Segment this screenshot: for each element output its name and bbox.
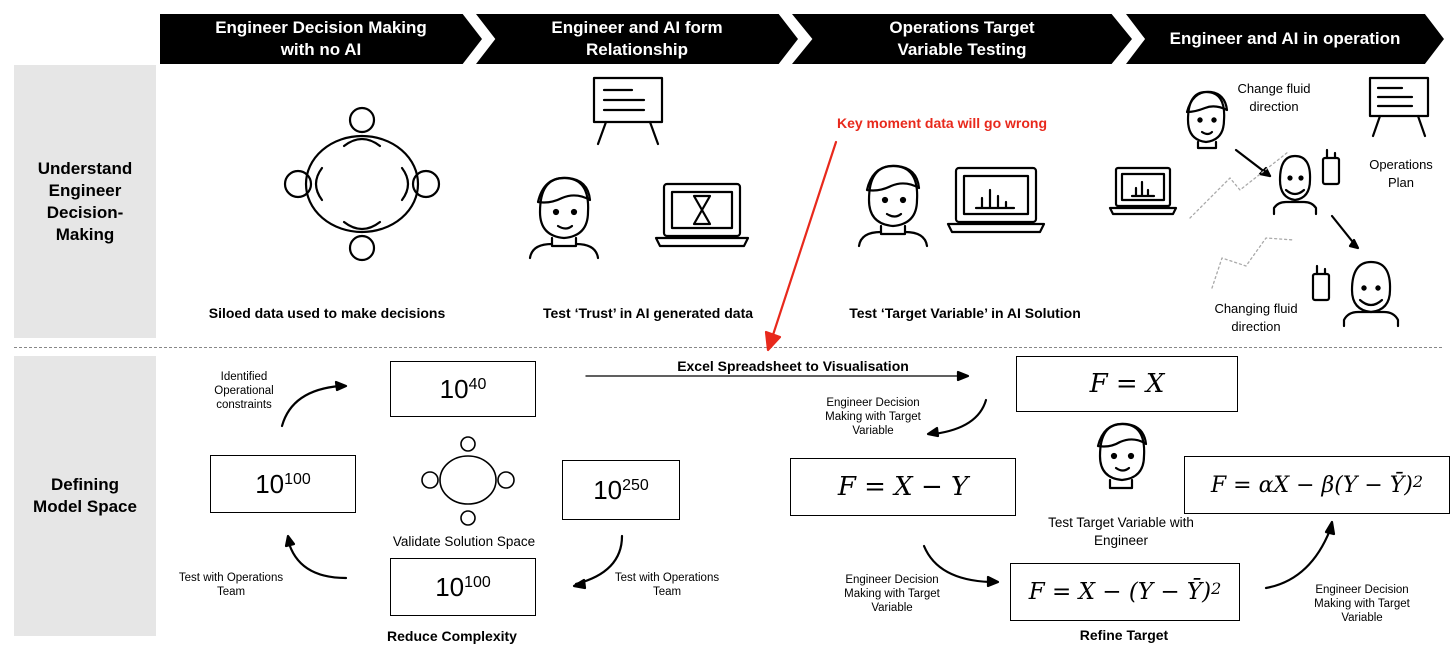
- caption-siloed: Siloed data used to make decisions: [208, 305, 446, 321]
- identified-constraints-label: Identified Operational constraints: [214, 371, 274, 411]
- row-label-model-space-text: Defining Model Space: [33, 475, 137, 516]
- phase-1-chevron: Engineer Decision Making with no AI: [160, 14, 482, 64]
- operations-plan-label: Operations Plan: [1369, 157, 1433, 190]
- eq-3-sup: 2: [1211, 578, 1222, 598]
- box-10-100-bottom-exp: 100: [464, 574, 491, 591]
- edm-label-3: Engineer Decision Making with Target Var…: [1314, 584, 1410, 624]
- eq-3: F = X − (Y − Ȳ): [1028, 579, 1212, 605]
- phase-3-chevron: Operations Target Variable Testing: [792, 14, 1132, 64]
- phase-3-label: Operations Target Variable Testing: [889, 18, 1035, 59]
- phase-1-label: Engineer Decision Making with no AI: [215, 18, 427, 59]
- radio-icon: [1311, 264, 1331, 302]
- box-10-250-exp: 250: [622, 477, 649, 494]
- laptop-hourglass-icon: [654, 182, 750, 248]
- easel-icon: [1368, 76, 1430, 138]
- arrow-icon: [1330, 214, 1360, 250]
- test-ops-right-label: Test with Operations Team: [614, 572, 720, 598]
- engineer-face-icon: [1096, 422, 1148, 490]
- edm-label-2: Engineer Decision Making with Target Var…: [844, 574, 940, 614]
- phase-4-chevron: Engineer and AI in operation: [1126, 14, 1444, 64]
- excel-arrow: [585, 370, 970, 382]
- validate-label: Validate Solution Space: [392, 534, 536, 549]
- operator-face-icon: [1342, 260, 1400, 328]
- curved-arrow-icon: [922, 544, 1000, 588]
- row-label-understand: Understand Engineer Decision-Making: [14, 65, 156, 338]
- phase-2-chevron: Engineer and AI form Relationship: [476, 14, 798, 64]
- eq-1: F = X: [1089, 369, 1165, 399]
- row-label-model-space: Defining Model Space: [14, 356, 156, 636]
- caption-target-variable: Test ‘Target Variable’ in AI Solution: [849, 305, 1081, 321]
- eq-box-1: F = X: [1016, 356, 1238, 412]
- changing-fluid-label: Changing fluid direction: [1214, 301, 1298, 334]
- laptop-chart-icon: [1108, 166, 1178, 216]
- phase-2-label: Engineer and AI form Relationship: [551, 18, 723, 59]
- eq-box-3: F = X − (Y − Ȳ)2: [1010, 563, 1240, 621]
- eq-box-4: F = αX − β(Y − Ȳ)2: [1184, 456, 1450, 514]
- key-moment-arrow: [764, 140, 838, 352]
- eq-2: F = X − Y: [837, 472, 969, 502]
- change-fluid-label: Change fluid direction: [1237, 81, 1311, 114]
- test-target-label: Test Target Variable with Engineer: [1048, 515, 1194, 548]
- radio-icon: [1321, 148, 1341, 186]
- signal-zigzag-icon: [1189, 151, 1295, 289]
- box-10-100-bottom-base: 10: [435, 571, 465, 602]
- curved-arrow-icon: [284, 534, 348, 580]
- phase-4-label: Engineer and AI in operation: [1169, 29, 1401, 48]
- laptop-chart-icon: [946, 166, 1046, 234]
- excel-label: Excel Spreadsheet to Visualisation: [677, 358, 909, 374]
- box-10-40-exp: 40: [468, 376, 487, 393]
- engineer-face-icon: [857, 164, 929, 248]
- engineer-face-icon: [1185, 90, 1229, 150]
- meeting-table-small-icon: [421, 436, 515, 526]
- curved-arrow-icon: [572, 534, 624, 590]
- easel-icon: [592, 76, 664, 146]
- curved-arrow-icon: [280, 380, 348, 428]
- section-divider: [14, 347, 1442, 348]
- box-10-100-left-base: 10: [255, 468, 285, 499]
- curved-arrow-icon: [926, 398, 988, 438]
- reduce-complexity-label: Reduce Complexity: [387, 628, 517, 644]
- meeting-table-icon: [283, 106, 441, 262]
- eq-box-2: F = X − Y: [790, 458, 1016, 516]
- box-10-40-base: 10: [439, 373, 469, 404]
- box-10-100-left-exp: 100: [284, 471, 311, 488]
- caption-trust: Test ‘Trust’ in AI generated data: [542, 305, 754, 321]
- operator-face-icon: [1272, 154, 1318, 216]
- edm-label-1: Engineer Decision Making with Target Var…: [825, 397, 921, 437]
- box-10-250-base: 10: [593, 474, 623, 505]
- engineer-face-icon: [528, 176, 600, 260]
- curved-arrow-icon: [1264, 520, 1336, 590]
- eq-4: F = αX − β(Y − Ȳ): [1210, 472, 1413, 498]
- eq-4-sup: 2: [1412, 471, 1424, 491]
- test-ops-left-label: Test with Operations Team: [178, 572, 284, 598]
- key-moment-label: Key moment data will go wrong: [836, 115, 1048, 131]
- row-label-understand-text: Understand Engineer Decision-Making: [37, 158, 133, 244]
- refine-target-label: Refine Target: [1079, 627, 1169, 643]
